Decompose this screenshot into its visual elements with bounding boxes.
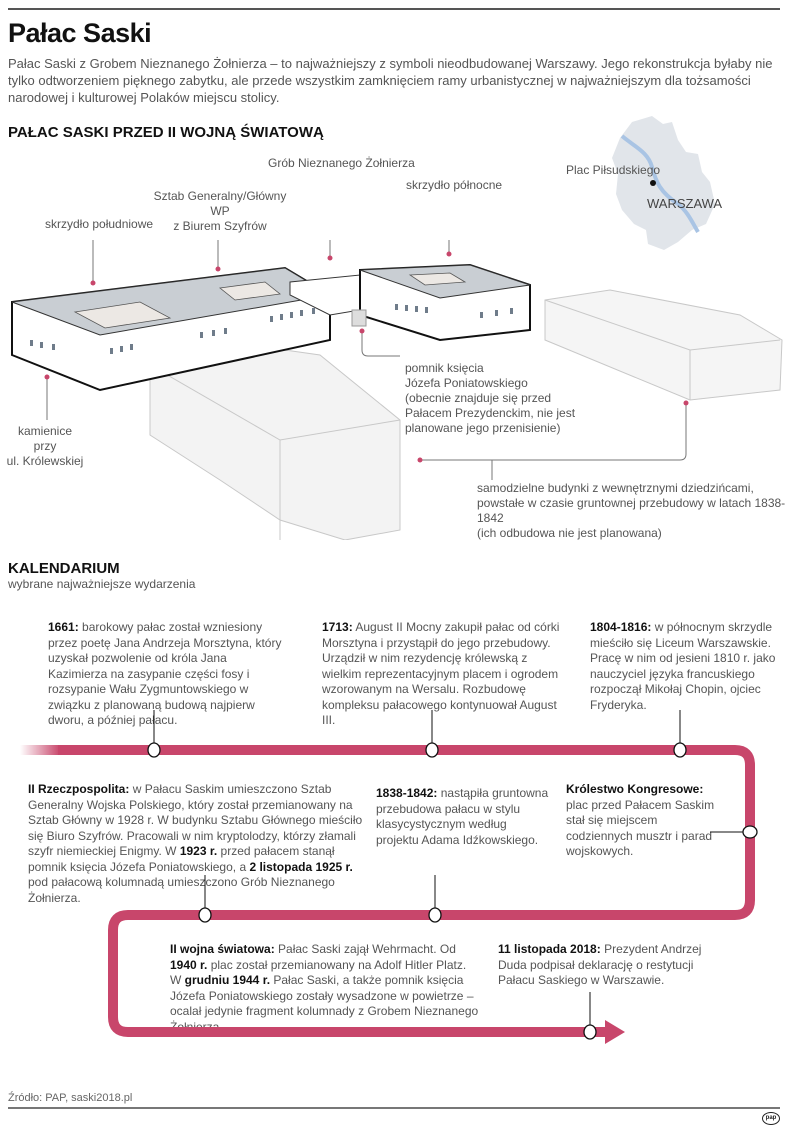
south-wing (11, 266, 332, 392)
event-text: plac został przemianowany na Adolf Hitle… (170, 957, 467, 988)
event-date: 1661: (48, 620, 79, 634)
marker-1804 (673, 742, 687, 758)
bottom-rule (8, 1107, 780, 1109)
label-sztab: Sztab Generalny/Główny WP z Biurem Szyfr… (150, 189, 290, 234)
marker-ii-rp (198, 907, 212, 923)
intro-paragraph: Pałac Saski z Grobem Nieznanego Żołnierz… (8, 56, 773, 105)
label-pomnik-line2: Józefa Poniatowskiego (405, 376, 528, 390)
pap-logo: pap (762, 1112, 780, 1125)
event-ii-wojna: II wojna światowa: Pałac Saski zajął Weh… (170, 942, 480, 1035)
monument (351, 309, 367, 327)
vistula-river (620, 134, 700, 234)
timeline-track (20, 710, 758, 1044)
event-text: August II Mocny zakupił pałac od córki M… (322, 620, 560, 727)
label-budynki: samodzielne budynki z wewnętrznymi dzied… (477, 481, 788, 541)
section-heading-prewar: PAŁAC SASKI PRZED II WOJNĄ ŚWIATOWĄ (8, 124, 324, 141)
event-1804-1816: 1804-1816: w północnym skrzydle mieściło… (590, 620, 780, 713)
colonnade (289, 274, 361, 316)
marker-1838 (428, 907, 442, 923)
event-text: Prezydent Andrzej Duda podpisał deklarac… (498, 942, 702, 987)
windows (30, 304, 513, 354)
plac-pilsudskiego-dot (650, 180, 656, 186)
label-sztab-line2: z Biurem Szyfrów (173, 219, 267, 233)
event-ii-rzeczpospolita: II Rzeczpospolita: w Pałacu Saskim umies… (28, 782, 363, 906)
timeline-fade-start (20, 745, 60, 755)
event-text: nastąpiła gruntowna przebudowa pałacu w … (376, 786, 549, 847)
source-note: Źródło: PAP, saski2018.pl (8, 1092, 133, 1104)
warsaw-map-shape (612, 116, 715, 250)
label-kamienice-line2: ul. Królewskiej (6, 454, 84, 468)
palace-illustration (11, 240, 783, 540)
event-text: Pałac Saski, a także pomnik księcia Józe… (170, 973, 479, 1034)
marker-1713 (425, 742, 439, 758)
label-kamienice-line1: kamienice przy (17, 424, 73, 453)
event-text: barokowy pałac został wzniesiony przez p… (48, 620, 282, 727)
calendar-subheading: wybrane najważniejsze wydarzenia (8, 577, 196, 591)
event-1838-1842: 1838-1842: nastąpiła gruntowna przebudow… (376, 786, 551, 848)
event-date: II Rzeczpospolita: (28, 782, 130, 796)
event-date: 1838-1842: (376, 786, 438, 800)
event-2018: 11 listopada 2018: Prezydent Andrzej Dud… (498, 942, 728, 989)
ghost-building-front (149, 344, 401, 540)
event-date: 1804-1816: (590, 620, 652, 634)
event-text: przed pałacem stanął pomnik księcia Józe… (28, 844, 335, 874)
north-wing (359, 263, 531, 342)
event-1713: 1713: August II Mocny zakupił pałac od c… (322, 620, 562, 729)
event-text: Pałac Saski zajął Wehrmacht. Od (274, 942, 456, 956)
event-1661: 1661: barokowy pałac został wzniesiony p… (48, 620, 288, 729)
event-date: 1713: (322, 620, 353, 634)
label-polnocne: skrzydło północne (406, 178, 503, 192)
event-bold: 1940 r. (170, 957, 208, 972)
timeline-path (58, 745, 755, 1037)
label-grob: Grób Nieznanego Żołnierza (268, 156, 415, 170)
label-pomnik-line5: planowane jego przenisienie) (405, 421, 561, 435)
map-label-city: WARSZAWA (647, 196, 723, 211)
leader-dots (44, 251, 689, 463)
label-budynki-line3: (ich odbudowa nie jest planowana) (477, 526, 662, 540)
top-rule (8, 8, 780, 10)
event-krolestwo: Królestwo Kongresowe:plac przed Pałacem … (566, 782, 726, 860)
label-pomnik-line3: (obecnie znajduje się przed (405, 391, 552, 405)
warsaw-map (612, 116, 715, 250)
marker-krolestwo (742, 825, 758, 839)
label-pomnik-line1: pomnik księcia (405, 361, 484, 375)
label-pomnik-line4: Pałacem Prezydenckim, nie jest (405, 406, 576, 420)
event-text: plac przed Pałacem Saskim stał się miejs… (566, 797, 715, 859)
event-date: II wojna światowa: (170, 942, 275, 956)
event-date: 11 listopada 2018: (498, 942, 601, 956)
event-date: Królestwo Kongresowe: (566, 782, 704, 796)
label-poludniowe: skrzydło południowe (45, 217, 154, 231)
page-title: Pałac Saski (8, 18, 152, 48)
marker-2018 (583, 1024, 597, 1040)
ghost-building-right (544, 289, 783, 401)
timeline-arrowhead (605, 1020, 625, 1044)
leader-lines (46, 240, 687, 480)
event-text: w północnym skrzydle mieściło się Liceum… (590, 620, 776, 712)
label-sztab-line1: Sztab Generalny/Główny WP (153, 189, 287, 218)
label-kamienice: kamienice przy ul. Królewskiej (6, 424, 84, 469)
event-bold: 1923 r. (179, 844, 218, 858)
marker-1661 (147, 742, 161, 758)
event-bold: 2 listopada 1925 r. (249, 859, 353, 874)
label-budynki-line2: powstałe w czasie gruntownej przebudowy … (477, 496, 786, 525)
event-text: w Pałacu Saskim umieszczono Sztab Genera… (28, 782, 363, 858)
section-heading-calendar: KALENDARIUM (8, 560, 120, 577)
label-budynki-line1: samodzielne budynki z wewnętrznymi dzied… (477, 481, 754, 495)
event-bold: grudniu 1944 r. (184, 973, 271, 987)
label-pomnik: pomnik księcia Józefa Poniatowskiego (ob… (405, 361, 575, 436)
timeline-markers (147, 742, 758, 1040)
map-label-plac: Plac Piłsudskiego (566, 163, 661, 177)
event-text: pod pałacową kolumnadą umieszczono Grób … (28, 875, 335, 905)
timeline-connectors (153, 710, 743, 1025)
